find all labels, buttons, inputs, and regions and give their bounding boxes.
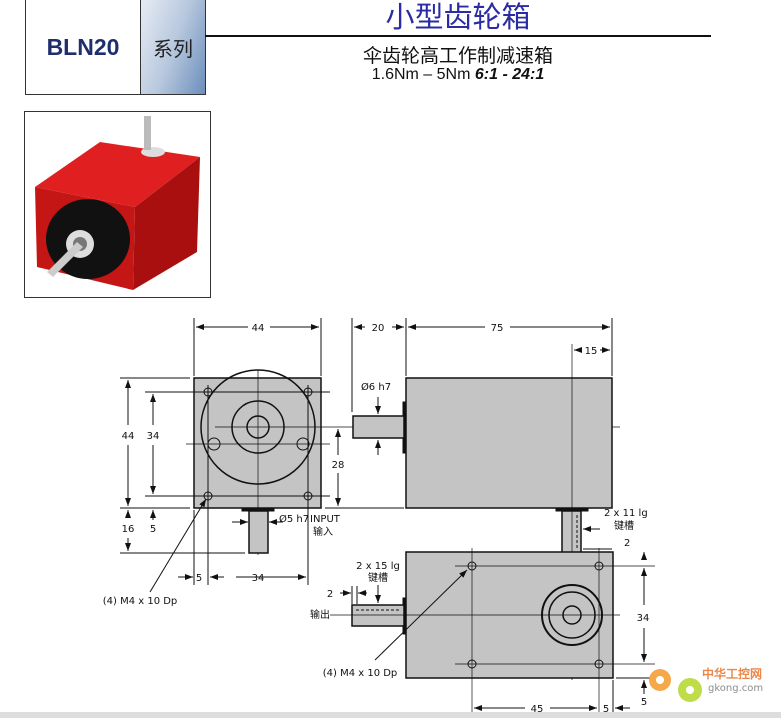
output-diameter: Ø6 h7 xyxy=(361,381,391,393)
front-thread-note: (4) M4 x 10 Dp xyxy=(103,596,178,607)
gearbox-image xyxy=(35,116,200,290)
dim-hole-spacing-h: 34 xyxy=(252,573,265,584)
dim-bottom-edge-offset: 5 xyxy=(603,704,609,715)
dim-input-offset: 5 xyxy=(150,524,156,535)
model-name: BLN20 xyxy=(46,33,120,60)
dim-body-length: 75 xyxy=(491,323,504,334)
input-label-cn: 输入 xyxy=(313,525,333,538)
bottom-thread-note: (4) M4 x 10 Dp xyxy=(323,668,398,679)
torque-range: 1.6Nm – 5Nm xyxy=(371,66,471,83)
output-keyway-cn: 键槽 xyxy=(368,571,388,584)
subtitle: 伞齿轮高工作制减速箱 xyxy=(362,45,553,67)
bottom-bar xyxy=(0,712,781,718)
front-view-body xyxy=(193,377,322,509)
series-label: 系列 xyxy=(153,36,193,61)
output-key-offset: 2 xyxy=(327,589,333,600)
input-key-depth: 2 xyxy=(624,538,630,549)
watermark-site-cn: 中华工控网 xyxy=(702,666,762,681)
watermark-logo: 中华工控网 gkong.com xyxy=(649,666,763,702)
input-shaft xyxy=(248,510,269,554)
dim-input-length: 16 xyxy=(122,524,135,535)
dim-front-height: 44 xyxy=(122,431,135,442)
model-box: BLN20 xyxy=(25,0,141,95)
dim-bottom-hole-spacing-v: 34 xyxy=(637,613,650,624)
title-rule xyxy=(205,35,711,37)
ratio-range: 6:1 - 24:1 xyxy=(474,66,545,83)
dim-hole-spacing-v: 34 xyxy=(147,431,160,442)
dim-shaft-height: 28 xyxy=(332,460,345,471)
watermark-site: gkong.com xyxy=(708,683,763,694)
input-diameter: Ø5 h7 xyxy=(279,513,309,525)
input-keyway-cn: 键槽 xyxy=(614,519,634,532)
input-key: 2 x 11 lg xyxy=(604,508,648,519)
input-label: INPUT xyxy=(310,514,341,525)
product-photo xyxy=(24,111,211,298)
dim-front-width: 44 xyxy=(252,323,265,334)
spec-line: 1.6Nm – 5Nm 6:1 - 24:1 xyxy=(205,66,711,84)
series-box: 系列 xyxy=(140,0,206,95)
page-title: 小型齿轮箱 xyxy=(385,0,531,34)
dim-output-shaft-length: 20 xyxy=(372,323,385,334)
dim-bottom-hole-spacing-h: 45 xyxy=(531,704,544,715)
output-key: 2 x 15 lg xyxy=(356,561,400,572)
output-label-cn: 输出 xyxy=(310,608,330,621)
output-shaft xyxy=(352,415,405,439)
side-view-body xyxy=(405,377,613,509)
dim-hole-offset: 5 xyxy=(196,573,202,584)
dim-input-position: 15 xyxy=(585,346,598,357)
dim-bottom-edge-offset-v: 5 xyxy=(641,697,647,708)
